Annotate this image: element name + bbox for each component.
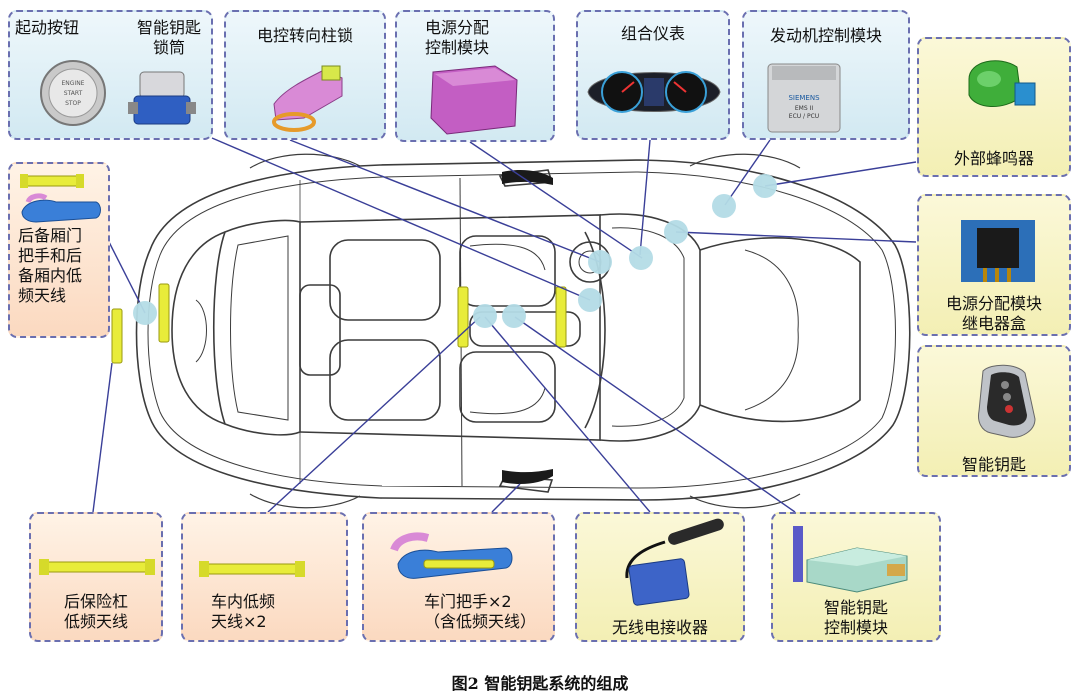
rf-receiver-box: 无线电接收器 [575,512,745,642]
relay-box-box: 电源分配模块 继电器盒 [917,194,1071,336]
instrument-cluster-label: 组合仪表 [620,24,685,43]
start-button-text-2: START [64,90,83,97]
start-button-and-lock-box: 起动按钮 智能钥匙 锁筒 ENGINE START STOP [8,10,213,140]
trunk-antenna-label: 后备厢门 把手和后 备厢内低 频天线 [18,226,83,305]
ecu-brand-text: SIEMENS [788,94,820,102]
key-lock-cylinder-label: 智能钥匙 锁筒 [136,18,201,57]
car-top-view [135,153,911,509]
door-handle-label: 车门把手×2 （含低频天线） [424,592,537,631]
figure-caption: 图2 智能钥匙系统的组成 [451,674,629,693]
ecu-type-text: ECU / PCU [789,113,819,120]
external-buzzer-image [968,60,1036,108]
door-handle-image [390,532,513,579]
steering-lock-label: 电控转向柱锁 [256,26,353,45]
rf-receiver-image [625,518,724,606]
instrument-cluster-image [587,71,721,113]
key-lock-cylinder-image [128,71,196,125]
key-control-module-image [793,526,908,593]
door-handle-box: 车门把手×2 （含低频天线） [362,512,555,642]
engine-control-module-box: 发动机控制模块 SIEMENS EMS II ECU / PCU [742,10,910,140]
connector-dots [133,174,777,328]
steering-lock-box: 电控转向柱锁 [224,10,386,140]
smart-key-label: 智能钥匙 [961,455,1026,474]
relay-box-label: 电源分配模块 继电器盒 [945,294,1042,333]
rear-bumper-antenna-box: 后保险杠 低频天线 [29,512,163,642]
steering-lock-image [272,65,343,132]
start-button-text-3: STOP [65,100,81,107]
external-buzzer-label: 外部蜂鸣器 [953,149,1034,168]
smart-key-box: 智能钥匙 [917,345,1071,477]
rf-receiver-label: 无线电接收器 [611,618,708,637]
rear-bumper-antenna-label: 后保险杠 低频天线 [63,592,128,631]
external-buzzer-box: 外部蜂鸣器 [917,37,1071,177]
start-button-text-1: ENGINE [62,80,85,87]
engine-control-module-image: SIEMENS EMS II ECU / PCU [767,63,841,133]
smart-key-image [978,364,1036,438]
engine-control-module-label: 发动机控制模块 [769,26,882,45]
interior-antenna-image [199,561,305,577]
trunk-antenna-box: 后备厢门 把手和后 备厢内低 频天线 [8,162,110,338]
leader-lines [92,137,917,513]
power-dist-module-image [430,65,518,135]
start-button-label: 起动按钮 [15,18,80,37]
power-dist-module-label: 电源分配 控制模块 [425,18,490,57]
car-antennas [111,283,567,364]
instrument-cluster-box: 组合仪表 [576,10,730,140]
relay-box-image [961,220,1035,282]
ecu-model-text: EMS II [795,105,813,112]
interior-antenna-box: 车内低频 天线×2 [181,512,348,642]
key-control-module-box: 智能钥匙 控制模块 [771,512,941,642]
interior-antenna-label: 车内低频 天线×2 [211,592,276,631]
power-dist-module-box: 电源分配 控制模块 [395,10,555,142]
key-control-module-label: 智能钥匙 控制模块 [823,598,888,637]
car-door-handles [502,170,553,484]
start-button-image: ENGINE START STOP [40,60,106,126]
rear-bumper-antenna-image [39,559,155,575]
trunk-antenna-image [20,174,101,223]
